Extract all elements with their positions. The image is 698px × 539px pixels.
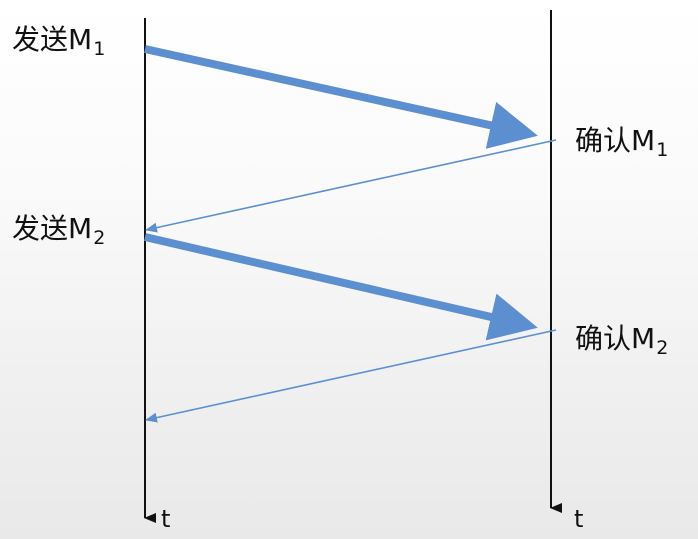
ack-m2-arrow xyxy=(145,329,557,423)
ack-m2-label: 确认M2 xyxy=(575,325,668,358)
ack-m1-letter: M xyxy=(631,124,656,157)
send-m1-arrow xyxy=(144,45,538,149)
send-m1-letter: M xyxy=(68,23,93,56)
ack-m2-letter: M xyxy=(631,322,656,355)
send-m2-arrow xyxy=(144,233,538,341)
send-m2-subscript: 2 xyxy=(93,227,106,249)
send-m2-letter: M xyxy=(68,212,93,245)
send-m1-label: 发送M1 xyxy=(12,26,105,59)
sender-time-label: t xyxy=(161,505,171,533)
send-m2-label: 发送M2 xyxy=(12,215,105,248)
ack-m1-arrow xyxy=(145,139,557,233)
send-m1-text: 发送 xyxy=(12,23,69,56)
ack-m1-text: 确认 xyxy=(575,124,632,157)
ack-m2-subscript: 2 xyxy=(656,337,669,359)
ack-m1-label: 确认M1 xyxy=(575,127,668,160)
send-m2-text: 发送 xyxy=(12,212,69,245)
receiver-time-label: t xyxy=(574,505,584,533)
ack-m1-subscript: 1 xyxy=(656,139,669,161)
send-m1-subscript: 1 xyxy=(93,38,106,60)
ack-m2-text: 确认 xyxy=(575,322,632,355)
